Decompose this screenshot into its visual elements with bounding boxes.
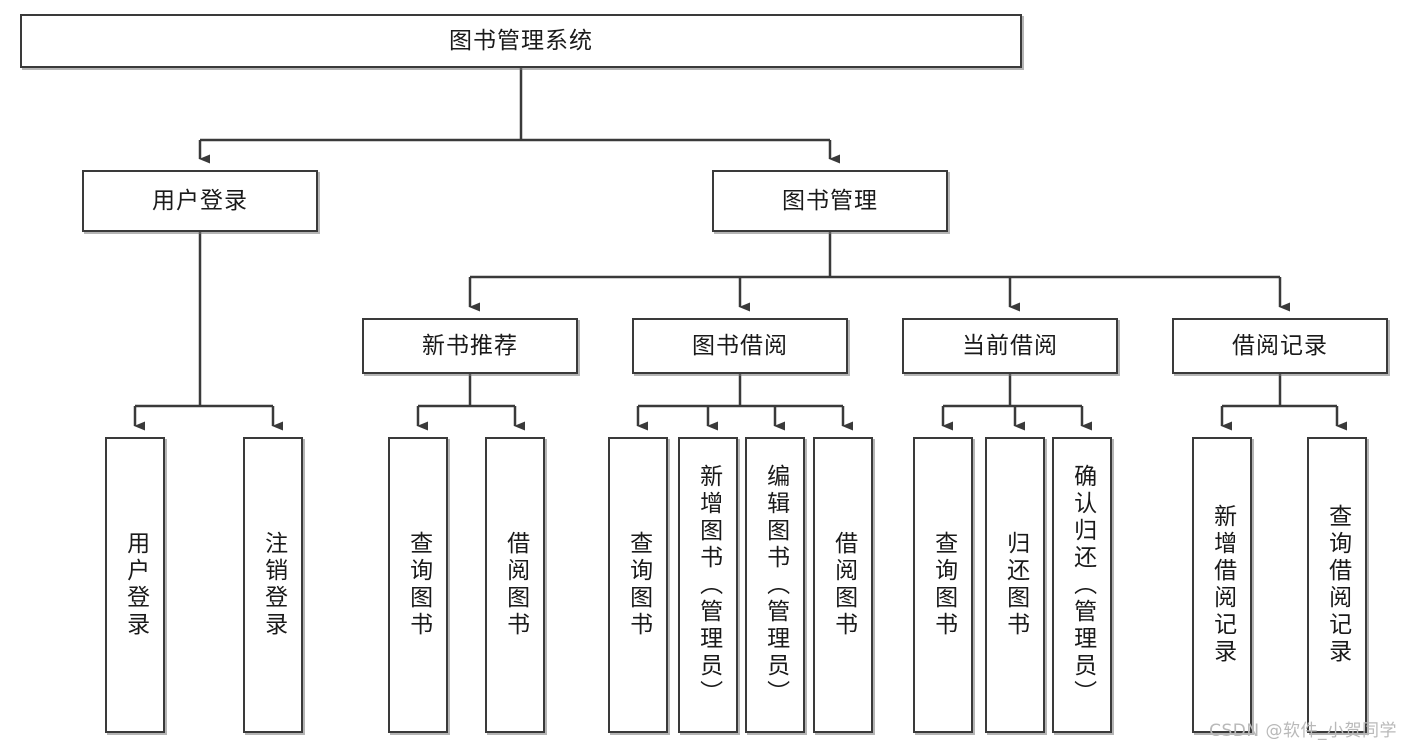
node-label: 新增图书（管理员） (695, 463, 722, 707)
node-leaf-borrow-add-book[interactable]: 新增图书（管理员） (678, 437, 738, 733)
node-label: 归还图书 (1002, 531, 1029, 639)
node-label: 借阅图书 (502, 531, 529, 639)
node-label: 编辑图书（管理员） (762, 463, 789, 707)
csdn-watermark: CSDN @软件_小贺同学 (1209, 721, 1397, 741)
node-label: 注销登录 (260, 531, 287, 639)
node-l2-current-borrow[interactable]: 当前借阅 (902, 318, 1118, 374)
node-label: 图书借阅 (692, 332, 788, 359)
node-label: 查询借阅记录 (1324, 504, 1351, 666)
node-label: 用户登录 (152, 187, 248, 214)
node-l1-user-login[interactable]: 用户登录 (82, 170, 318, 232)
node-leaf-cur-return-book[interactable]: 归还图书 (985, 437, 1045, 733)
node-leaf-cur-query-book[interactable]: 查询图书 (913, 437, 973, 733)
node-label: 当前借阅 (962, 332, 1058, 359)
node-label: 查询图书 (930, 531, 957, 639)
node-l2-new-book-rec[interactable]: 新书推荐 (362, 318, 578, 374)
node-leaf-cur-confirm-return[interactable]: 确认归还（管理员） (1052, 437, 1112, 733)
node-l2-borrow-record[interactable]: 借阅记录 (1172, 318, 1388, 374)
edge-paths (133, 68, 1347, 431)
node-label: 图书管理系统 (449, 27, 593, 54)
node-label: 用户登录 (122, 531, 149, 639)
node-label: 借阅记录 (1232, 332, 1328, 359)
node-leaf-rec-borrow-book[interactable]: 借阅图书 (485, 437, 545, 733)
node-label: 借阅图书 (830, 531, 857, 639)
node-label: 新书推荐 (422, 332, 518, 359)
node-leaf-rec-query-book[interactable]: 查询图书 (388, 437, 448, 733)
node-label: 查询图书 (405, 531, 432, 639)
node-l1-book-manage[interactable]: 图书管理 (712, 170, 948, 232)
node-leaf-borrow-borrow-book[interactable]: 借阅图书 (813, 437, 873, 733)
node-leaf-user-login[interactable]: 用户登录 (105, 437, 165, 733)
node-leaf-borrow-query-book[interactable]: 查询图书 (608, 437, 668, 733)
node-label: 图书管理 (782, 187, 878, 214)
node-label: 确认归还（管理员） (1069, 463, 1096, 707)
node-label: 新增借阅记录 (1209, 504, 1236, 666)
node-leaf-user-logout[interactable]: 注销登录 (243, 437, 303, 733)
node-leaf-rec-add-record[interactable]: 新增借阅记录 (1192, 437, 1252, 733)
node-label: 查询图书 (625, 531, 652, 639)
node-leaf-borrow-edit-book[interactable]: 编辑图书（管理员） (745, 437, 805, 733)
node-root[interactable]: 图书管理系统 (20, 14, 1022, 68)
node-leaf-rec-query-record[interactable]: 查询借阅记录 (1307, 437, 1367, 733)
node-l2-book-borrow[interactable]: 图书借阅 (632, 318, 848, 374)
